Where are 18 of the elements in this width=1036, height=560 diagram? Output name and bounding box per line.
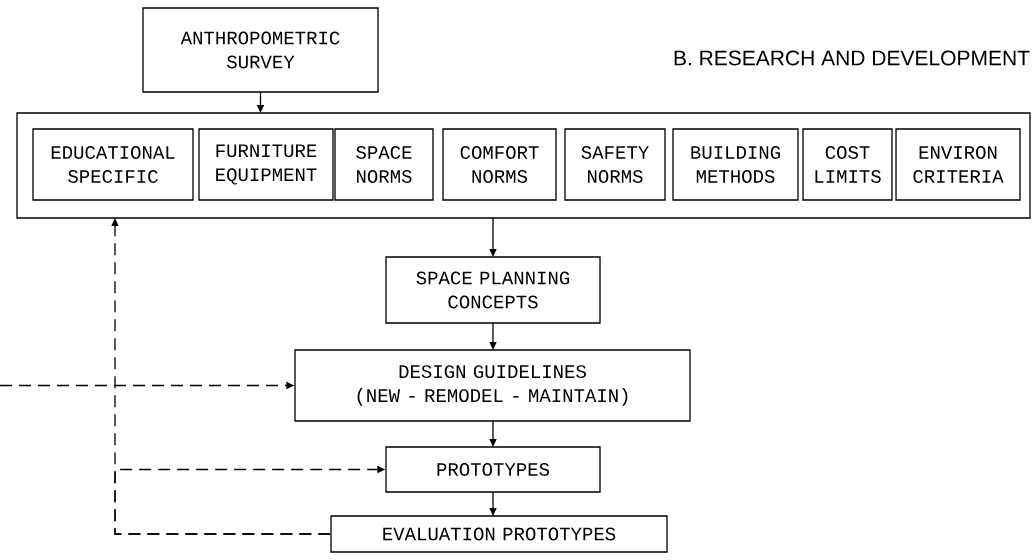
arrow (489, 491, 497, 516)
arrow (489, 322, 497, 350)
process-box: DESIGN GUIDELINES (NEW - REMODEL - MAINTAIN) (294, 349, 691, 422)
category-box: COMFORT NORMS (442, 128, 557, 201)
category-box: BUILDING METHODS (672, 128, 799, 201)
category-box: SAFETY NORMS (564, 128, 666, 201)
process-box: PROTOTYPES (385, 446, 601, 493)
process-box: EVALUATION PROTOTYPES (330, 515, 668, 553)
process-box: ANTHROPOMETRIC SURVEY (142, 7, 379, 93)
process-box: SPACE PLANNING CONCEPTS (385, 256, 601, 324)
category-box: FURNITURE EQUIPMENT (198, 128, 334, 201)
group-box (16, 112, 1031, 219)
category-box: EDUCATIONAL SPECIFIC (32, 128, 194, 201)
category-box: ENVIRON CRITERIA (895, 128, 1021, 201)
arrow (489, 420, 497, 447)
title: B. RESEARCH AND DEVELOPMENT (674, 50, 1030, 66)
category-box: SPACE NORMS (334, 128, 434, 201)
category-box: COST LIMITS (802, 128, 893, 201)
